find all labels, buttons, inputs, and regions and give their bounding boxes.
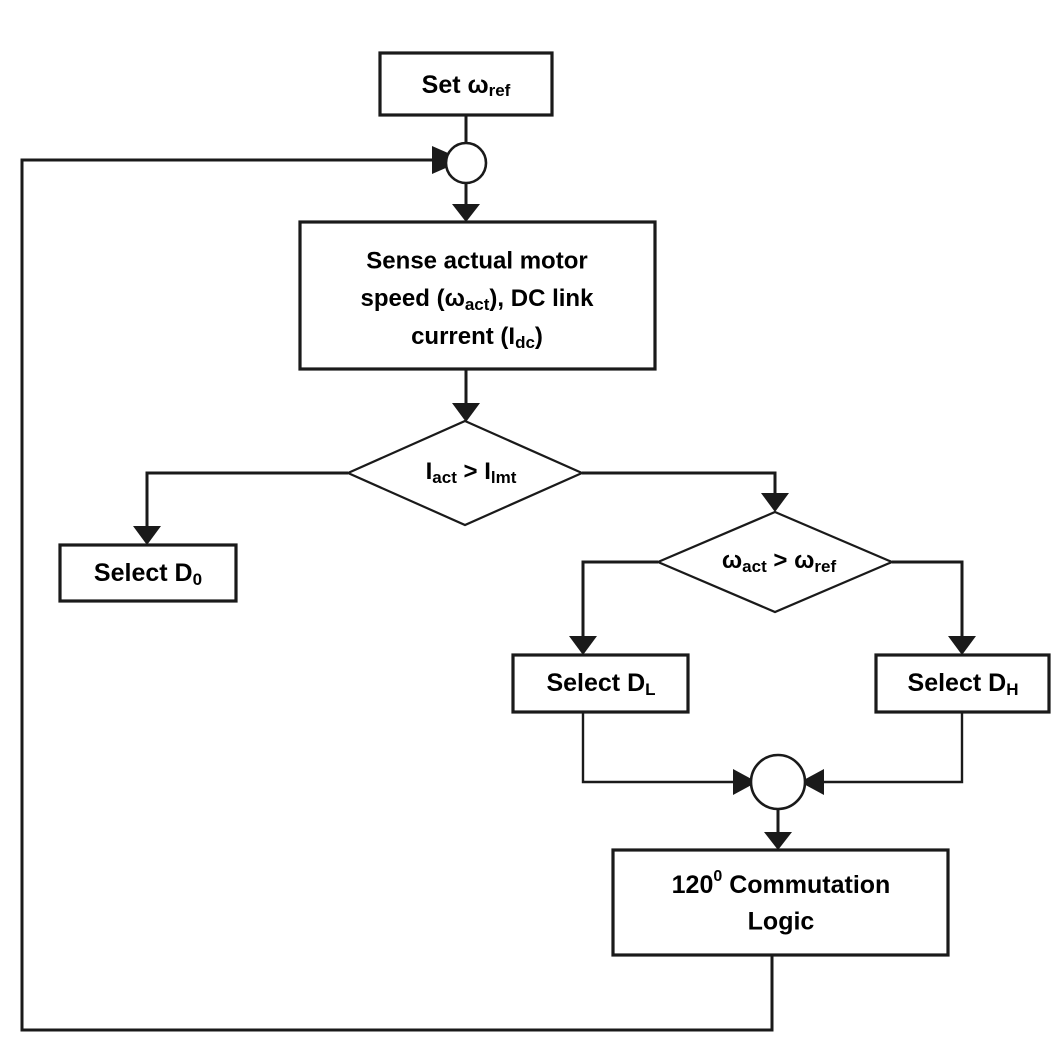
decision-current-label-a: I <box>426 458 433 485</box>
edge-select-dh-to-merge-bottom <box>800 712 964 795</box>
decision-current-sub-b: lmt <box>491 468 517 487</box>
node-commutation-logic[interactable]: 1200 Commutation Logic <box>611 848 950 957</box>
edge-merge-bottom-to-commutation <box>764 809 792 850</box>
node-sense-motor-speed[interactable]: Sense actual motor speed (ωact), DC link… <box>298 220 657 371</box>
edge-decision-current-right-to-decision-speed <box>582 471 789 512</box>
sense-line-2-b: ), DC link <box>489 285 594 312</box>
edge-decision-speed-right-to-select-dh <box>892 560 976 655</box>
node-set-omega-ref[interactable]: Set ωref <box>378 51 554 117</box>
svg-text:speed (ωact), DC link: speed (ωact), DC link <box>361 285 595 314</box>
sense-line-3-a: current (I <box>411 323 515 350</box>
svg-text:Set ωref: Set ωref <box>422 71 511 101</box>
node-merge-connector-top <box>444 141 488 185</box>
select-dh-label: Select D <box>908 669 1007 697</box>
set-ref-label: Set ω <box>422 71 489 99</box>
sense-line-3-b: ) <box>535 323 543 350</box>
svg-text:current (Idc): current (Idc) <box>411 323 543 352</box>
edge-select-dl-to-merge-bottom <box>581 712 757 795</box>
select-dh-sub: H <box>1006 680 1018 699</box>
sense-line-2-a: speed (ω <box>361 285 465 312</box>
edge-merge-top-to-sense <box>452 183 480 222</box>
node-select-dl[interactable]: Select DL <box>511 653 690 714</box>
svg-text:Select DL: Select DL <box>546 669 655 700</box>
svg-text:1200 Commutation: 1200 Commutation <box>672 868 891 898</box>
svg-text:Select D0: Select D0 <box>94 559 202 590</box>
edge-decision-current-left-to-select-d0 <box>133 471 348 545</box>
commutation-line-1-a: 120 <box>672 871 714 899</box>
select-d0-sub: 0 <box>193 570 202 589</box>
node-merge-connector-bottom <box>749 753 807 811</box>
node-decision-current-limit[interactable]: Iact > Ilmt <box>345 419 585 527</box>
edge-sense-to-decision-current <box>452 369 480 422</box>
svg-text:ωact > ωref: ωact > ωref <box>722 547 837 576</box>
sense-line-2-sub: act <box>465 295 490 314</box>
commutation-line-1-b: Commutation <box>722 871 890 899</box>
edge-decision-speed-left-to-select-dl <box>569 560 658 655</box>
decision-current-operator: > I <box>457 458 491 485</box>
decision-speed-sub-a: act <box>742 557 767 576</box>
node-select-dh[interactable]: Select DH <box>874 653 1051 714</box>
decision-speed-sub-b: ref <box>814 557 836 576</box>
select-dl-label: Select D <box>546 669 645 697</box>
svg-text:Iact > Ilmt: Iact > Ilmt <box>426 458 517 487</box>
commutation-line-2: Logic <box>748 908 815 936</box>
decision-speed-operator: > ω <box>767 547 815 574</box>
node-select-d0[interactable]: Select D0 <box>58 543 238 603</box>
commutation-degree-sup: 0 <box>713 868 722 885</box>
node-decision-speed-compare[interactable]: ωact > ωref <box>655 510 895 614</box>
set-ref-sub: ref <box>489 81 511 100</box>
sense-line-1: Sense actual motor <box>366 247 587 274</box>
decision-speed-label-a: ω <box>722 547 742 574</box>
select-d0-label: Select D <box>94 559 193 587</box>
decision-current-sub-a: act <box>432 468 457 487</box>
select-dl-sub: L <box>645 680 655 699</box>
sense-line-3-sub: dc <box>515 333 535 352</box>
svg-text:Select DH: Select DH <box>908 669 1019 700</box>
